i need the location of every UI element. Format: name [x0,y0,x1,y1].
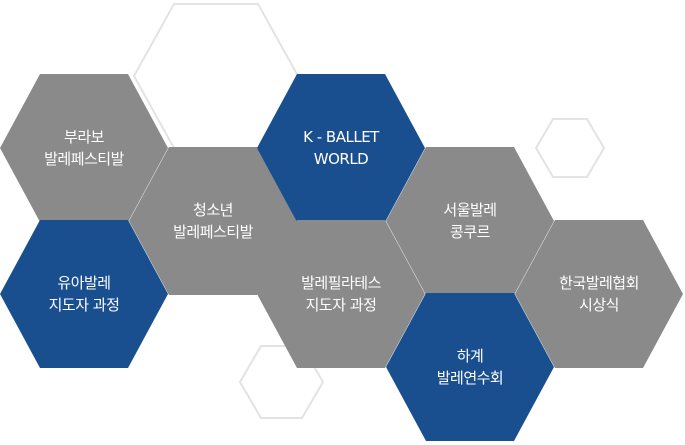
hex-tile-label-line-1: K - BALLET [303,128,380,146]
hex-tile-label-line-2: WORLD [314,150,368,168]
hex-tile-label-line-2: 발레페스티발 [173,223,254,241]
hex-tile-label-line-2: 지도자 과정 [306,296,377,314]
hex-tile-label-line-1: 서울발레 [443,201,496,219]
hex-tile-label-line-2: 콩쿠르 [450,223,491,241]
hex-tile-label-line-2: 발레페스티발 [44,150,125,168]
hex-tile-label-line-2: 지도자 과정 [49,296,120,314]
hex-tile-k-ballet-world[interactable]: K - BALLET WORLD [257,74,425,222]
hex-tile-label-line-1: 부라보 [64,128,105,146]
hex-tile-shape[interactable] [257,220,425,368]
decorative-outline-hex-small-right [534,118,606,178]
hex-tile-shape[interactable] [257,74,425,222]
hex-tile-shape[interactable] [386,293,554,441]
hex-tile-label-line-1: 청소년 [193,201,233,219]
hex-tile-shape[interactable] [0,74,168,222]
hex-tile-shape[interactable] [0,220,168,368]
hex-tile-shape[interactable] [129,147,297,295]
hex-tile-shape[interactable] [515,220,683,368]
hex-tile-label-line-1: 한국발레협회 [559,274,639,292]
hex-tile-label-line-2: 시상식 [579,296,619,314]
hex-tile-label-line-1: 하계 [457,347,484,365]
hex-tile-label-line-1: 발레필라테스 [301,274,382,292]
hex-tile-label-line-2: 발레연수회 [437,369,504,387]
hex-tile-shape[interactable] [386,147,554,295]
hex-tile-label-line-1: 유아발레 [57,274,110,292]
